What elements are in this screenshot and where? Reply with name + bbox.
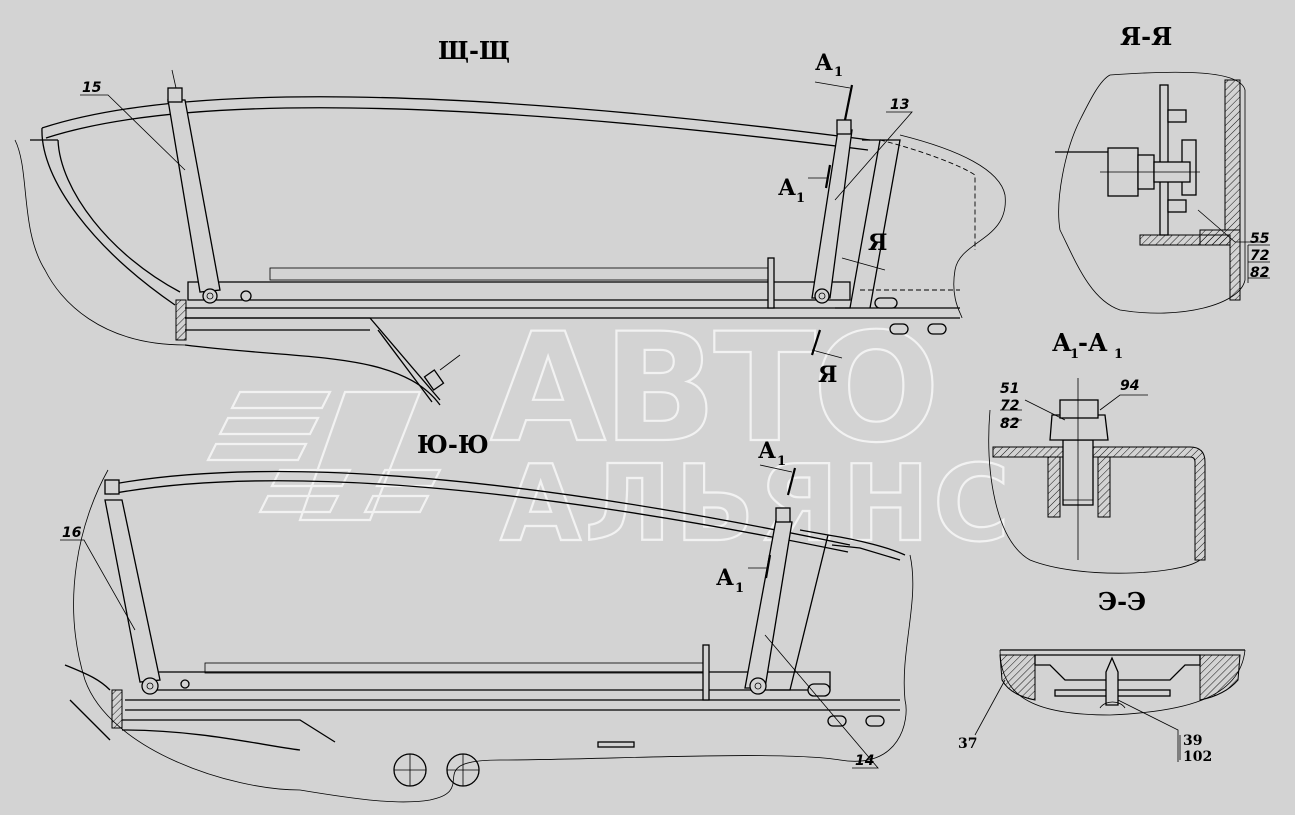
watermark-logo: АВТО АЛЬЯНС bbox=[206, 301, 1011, 566]
section-title-yu: Ю-Ю bbox=[417, 430, 489, 459]
svg-text:А: А bbox=[716, 565, 734, 591]
callout-94: 94 bbox=[1120, 378, 1139, 394]
watermark-stripes-icon bbox=[206, 390, 442, 522]
svg-text:1: 1 bbox=[834, 65, 843, 80]
svg-text:А: А bbox=[1052, 328, 1072, 357]
section-title-ya: Я-Я bbox=[1120, 22, 1172, 51]
svg-text:А: А bbox=[815, 50, 833, 76]
callout-39: 39 bbox=[1183, 733, 1202, 749]
section-ya-detail bbox=[1055, 71, 1260, 314]
callout-82-a: 82 bbox=[1000, 416, 1019, 432]
callout-72-a: 72 bbox=[1000, 398, 1019, 414]
callout-13: 13 bbox=[890, 97, 909, 113]
cut-marker-a1-mid: А 1 bbox=[778, 175, 805, 206]
section-title-e: Э-Э bbox=[1098, 587, 1146, 616]
callout-15: 15 bbox=[82, 80, 102, 96]
labels: Щ-Щ Ю-Ю Я-Я А 1 -А 1 Э-Э А 1 А 1 Я Я А 1… bbox=[62, 22, 1270, 769]
section-yu-view bbox=[64, 464, 914, 803]
svg-text:1: 1 bbox=[777, 454, 786, 469]
svg-text:1: 1 bbox=[735, 581, 744, 596]
section-shch-view bbox=[14, 69, 1006, 406]
leader-lines bbox=[60, 94, 1270, 769]
callout-55: 55 bbox=[1250, 231, 1270, 247]
svg-text:-А: -А bbox=[1078, 328, 1108, 357]
cut-marker-ya-top: Я bbox=[868, 230, 887, 256]
watermark-line-1: АВТО bbox=[490, 302, 940, 476]
cut-marker-a1-yu-top: А 1 bbox=[758, 438, 786, 469]
svg-text:А: А bbox=[758, 438, 776, 464]
svg-text:1: 1 bbox=[796, 191, 805, 206]
section-title-a1: А 1 -А 1 bbox=[1052, 328, 1123, 362]
callout-72-b: 72 bbox=[1250, 248, 1269, 264]
cut-marker-ya-bottom: Я bbox=[818, 362, 837, 388]
callout-51: 51 bbox=[1000, 381, 1019, 397]
svg-text:1: 1 bbox=[1070, 347, 1079, 362]
svg-text:1: 1 bbox=[1114, 347, 1123, 362]
section-a1-detail bbox=[988, 378, 1206, 574]
svg-text:А: А bbox=[778, 175, 796, 201]
callout-16: 16 bbox=[62, 525, 82, 541]
section-title-shch: Щ-Щ bbox=[438, 36, 510, 65]
callout-82-b: 82 bbox=[1250, 265, 1269, 281]
callout-102: 102 bbox=[1183, 749, 1212, 765]
cut-marker-a1-yu-mid: А 1 bbox=[716, 565, 744, 596]
callout-37: 37 bbox=[958, 736, 977, 752]
callout-14: 14 bbox=[855, 753, 874, 769]
section-e-detail bbox=[974, 649, 1246, 762]
cut-marker-a1-top: А 1 bbox=[815, 50, 843, 80]
